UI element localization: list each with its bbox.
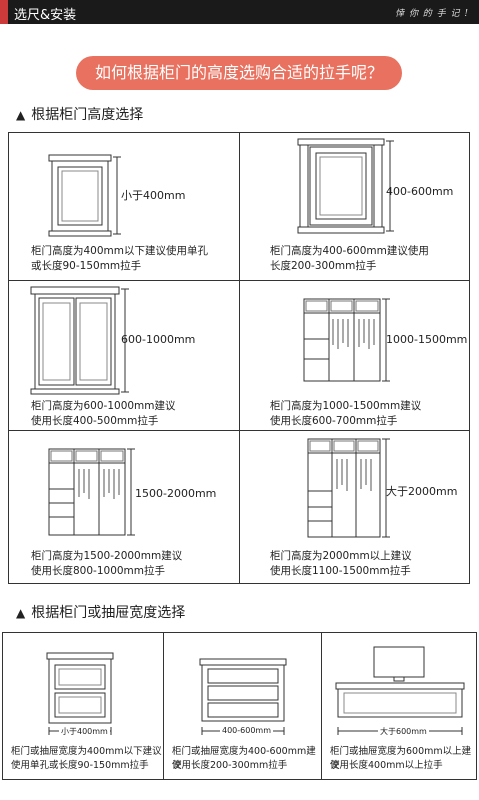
caption-line-2: 使用单孔或长度90-150mm拉手 (11, 760, 149, 771)
height-cell-3: 600-1000mm 柜门高度为600-1000mm建议 使用长度400-500… (9, 281, 240, 431)
triangle-icon: ▲ (16, 606, 26, 620)
section-width-heading: ▲ 根据柜门或抽屉宽度选择 (16, 602, 185, 622)
caption-line-1: 柜门或抽屉宽度为400mm以下建议 (11, 746, 162, 757)
wardrobe-drawers-icon (48, 448, 135, 536)
width-cell-1: 小于400mm 柜门或抽屉宽度为400mm以下建议 使用单孔或长度90-150m… (3, 633, 164, 779)
wardrobe-icon (303, 298, 390, 382)
caption-line-1: 柜门高度为400-600mm建议使用 (270, 245, 429, 257)
small-cabinet-icon (48, 154, 121, 237)
dim-label: 大于2000mm (386, 485, 458, 498)
caption-line-1: 柜门高度为1500-2000mm建议 (31, 550, 183, 562)
dim-label: 1000-1500mm (386, 333, 468, 346)
caption-line-2: 使用长度1100-1500mm拉手 (270, 565, 411, 577)
caption-line-1: 柜门高度为400mm以下建议使用单孔 (31, 245, 208, 257)
header-accent (0, 0, 8, 24)
question-banner: 如何根据柜门的高度选购合适的拉手呢？ (76, 56, 402, 90)
caption-line-2: 或长度90-150mm拉手 (31, 260, 142, 272)
tall-wardrobe-icon (307, 438, 390, 538)
caption-line-2: 长度200-300mm拉手 (270, 260, 377, 272)
triangle-icon: ▲ (16, 108, 26, 122)
section-width-heading-text: 根据柜门或抽屉宽度选择 (31, 605, 186, 621)
column-cabinet-icon (297, 138, 394, 234)
section-height-heading: ▲ 根据柜门高度选择 (16, 104, 143, 124)
caption-line-1: 柜门或抽屉宽度为400-600mm建议 (172, 746, 316, 771)
dim-label: 400-600mm (386, 185, 454, 198)
width-grid: 小于400mm 柜门或抽屉宽度为400mm以下建议 使用单孔或长度90-150m… (2, 632, 477, 780)
section-height-heading-text: 根据柜门高度选择 (31, 107, 144, 123)
caption-line-1: 柜门高度为600-1000mm建议 (31, 400, 176, 412)
width-cell-3: 大于600mm 柜门或抽屉宽度为600mm以上建议 使用长度400mm以上拉手 (322, 633, 476, 779)
caption-line-1: 柜门高度为1000-1500mm建议 (270, 400, 422, 412)
width-label: 400-600mm (220, 726, 274, 735)
height-cell-5: 1500-2000mm 柜门高度为1500-2000mm建议 使用长度800-1… (9, 431, 240, 583)
height-cell-4: 1000-1500mm 柜门高度为1000-1500mm建议 使用长度600-7… (240, 281, 470, 431)
dim-label: 600-1000mm (121, 333, 196, 346)
width-label: 小于400mm (59, 726, 110, 737)
header-bar: 选尺&安装 悻 你 的 手 记 ! (0, 0, 479, 24)
caption-line-1: 柜门高度为2000mm以上建议 (270, 550, 412, 562)
caption-line-1: 柜门或抽屉宽度为600mm以上建议 (330, 746, 472, 771)
dim-label: 小于400mm (121, 189, 186, 202)
header-title: 选尺&安装 (14, 8, 77, 23)
height-cell-1: 小于400mm 柜门高度为400mm以下建议使用单孔 或长度90-150mm拉手 (9, 133, 240, 281)
caption-line-2: 使用长度400-500mm拉手 (31, 415, 159, 427)
caption-line-2: 使用长度800-1000mm拉手 (31, 565, 166, 577)
caption-line-2: 使用长度600-700mm拉手 (270, 415, 398, 427)
height-cell-2: 400-600mm 柜门高度为400-600mm建议使用 长度200-300mm… (240, 133, 470, 281)
caption-line-2: 使用长度200-300mm拉手 (172, 760, 288, 771)
width-label: 大于600mm (378, 726, 429, 737)
height-grid: 小于400mm 柜门高度为400mm以下建议使用单孔 或长度90-150mm拉手… (8, 132, 470, 584)
caption-line-2: 使用长度400mm以上拉手 (330, 760, 443, 771)
width-cell-2: 400-600mm 柜门或抽屉宽度为400-600mm建议 使用长度200-30… (164, 633, 322, 779)
double-door-cabinet-icon (30, 286, 129, 395)
header-subtitle: 悻 你 的 手 记 ! (395, 9, 469, 19)
dim-label: 1500-2000mm (135, 487, 217, 500)
height-cell-6: 大于2000mm 柜门高度为2000mm以上建议 使用长度1100-1500mm… (240, 431, 470, 583)
